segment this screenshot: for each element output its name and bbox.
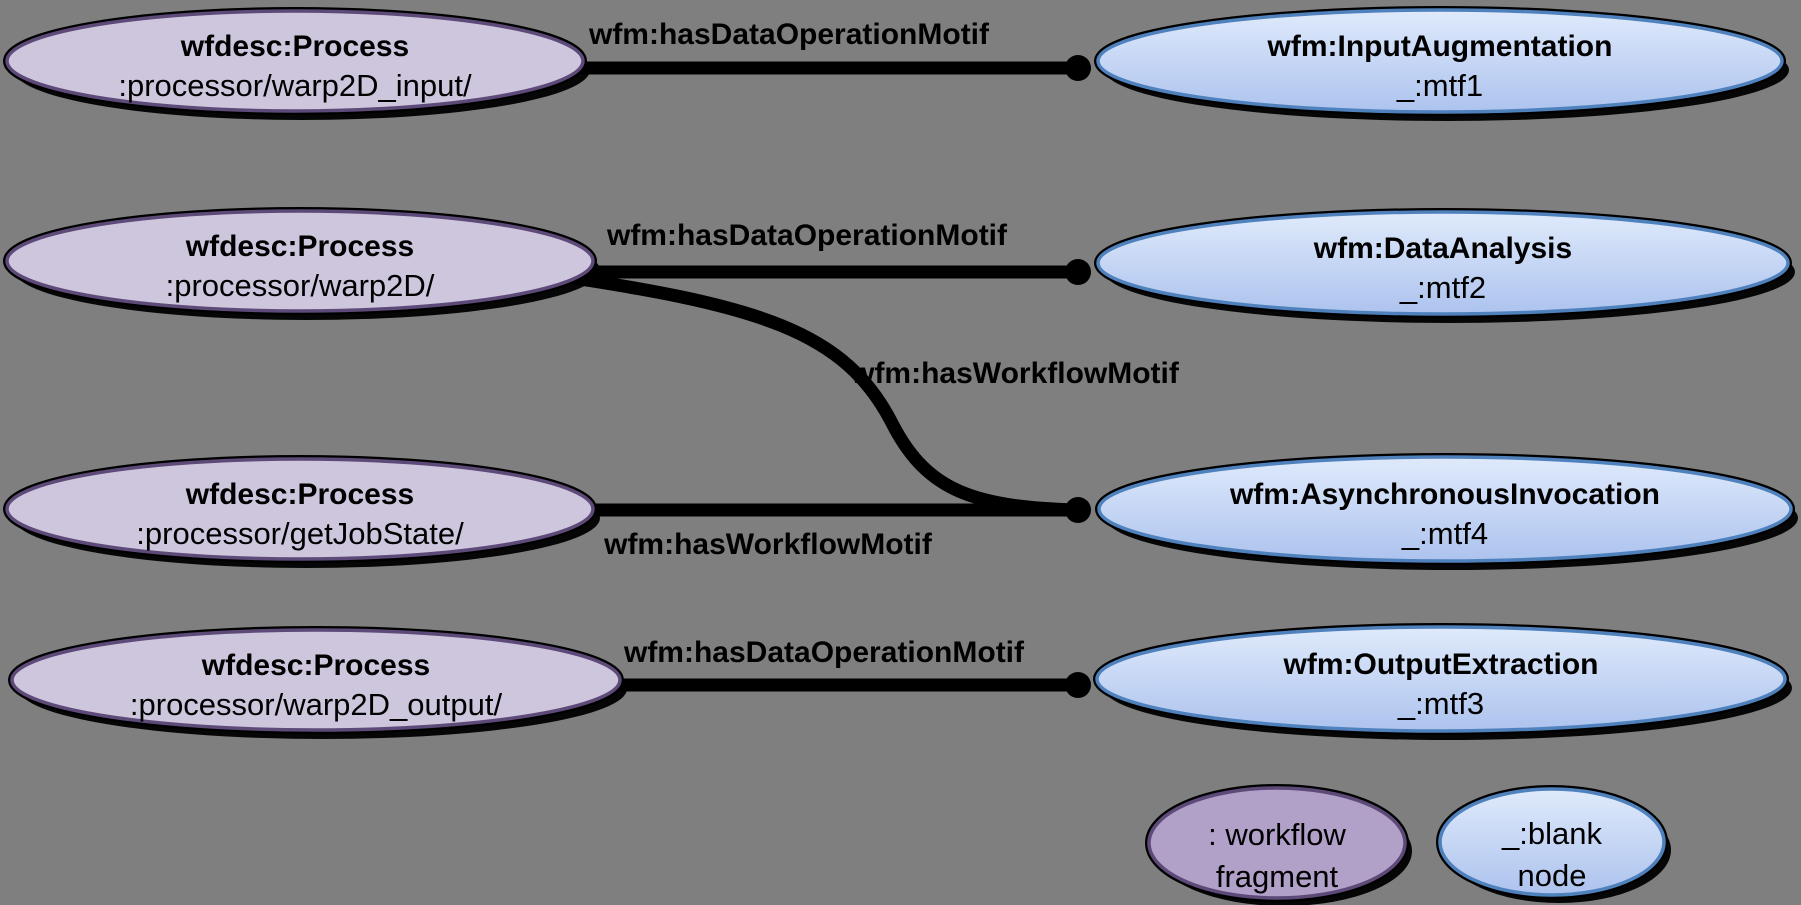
legend-label-line1: : workflow (1208, 817, 1346, 852)
node-process-getJobState: wfdesc:Process :processor/getJobState/ (3, 455, 600, 568)
edge-endpoint-dot (1065, 672, 1091, 698)
edge-label: wfm:hasWorkflowMotif (603, 528, 933, 561)
legend-label-line2: fragment (1216, 859, 1339, 894)
node-motif-dataAnalysis: wfm:DataAnalysis _:mtf2 (1094, 208, 1795, 323)
node-subtitle: :processor/warp2D_output/ (130, 687, 503, 722)
legend: : workflow fragment _:blank node (1145, 784, 1671, 905)
node-title: wfm:OutputExtraction (1283, 648, 1599, 681)
legend-ellipse (1438, 787, 1666, 897)
legend-label-line2: node (1518, 858, 1587, 893)
node-motif-inputAugmentation: wfm:InputAugmentation _:mtf1 (1094, 6, 1789, 121)
node-title: wfdesc:Process (185, 230, 414, 263)
node-process-warp2D: wfdesc:Process :processor/warp2D/ (3, 207, 600, 320)
edge-curve (539, 266, 1079, 517)
node-subtitle: _:mtf4 (1401, 516, 1488, 551)
node-process-warp2D-input: wfdesc:Process :processor/warp2D_input/ (3, 7, 590, 120)
edge-label: wfm:hasDataOperationMotif (588, 18, 990, 51)
node-title: wfdesc:Process (180, 30, 409, 63)
node-ellipse (1096, 210, 1790, 316)
edge-warp2D-mtf4-curved: wfm:hasWorkflowMotif (539, 266, 1180, 517)
node-title: wfm:AsynchronousInvocation (1229, 478, 1660, 511)
node-ellipse (1096, 8, 1784, 114)
node-ellipse (10, 628, 622, 732)
edge-label: wfm:hasDataOperationMotif (623, 636, 1025, 669)
node-title: wfdesc:Process (185, 478, 414, 511)
node-subtitle: _:mtf2 (1399, 270, 1486, 305)
node-title: wfm:InputAugmentation (1267, 30, 1613, 63)
node-subtitle: :processor/warp2D/ (166, 268, 435, 303)
node-process-warp2D-output: wfdesc:Process :processor/warp2D_output/ (8, 626, 627, 739)
edge-endpoint-dot (1065, 259, 1091, 285)
node-ellipse (1095, 625, 1787, 733)
legend-label-line1: _:blank (1501, 816, 1602, 851)
node-subtitle: :processor/warp2D_input/ (118, 68, 472, 103)
node-motif-outputExtraction: wfm:OutputExtraction _:mtf3 (1093, 623, 1792, 740)
node-subtitle: :processor/getJobState/ (136, 516, 464, 551)
node-ellipse (5, 9, 585, 113)
legend-blank-node: _:blank node (1436, 785, 1671, 903)
node-subtitle: _:mtf3 (1397, 686, 1484, 721)
edge-label: wfm:hasWorkflowMotif (850, 357, 1180, 390)
node-subtitle: _:mtf1 (1396, 68, 1483, 103)
edge-label: wfm:hasDataOperationMotif (606, 219, 1008, 252)
node-ellipse (5, 457, 595, 561)
legend-ellipse (1147, 786, 1407, 900)
legend-workflow-fragment: : workflow fragment (1145, 784, 1412, 905)
node-motif-asynchronousInvocation: wfm:AsynchronousInvocation _:mtf4 (1095, 453, 1798, 570)
node-title: wfm:DataAnalysis (1313, 232, 1572, 265)
node-ellipse (1097, 455, 1793, 563)
edge-endpoint-dot (1065, 497, 1091, 523)
node-ellipse (5, 209, 595, 313)
node-title: wfdesc:Process (201, 649, 430, 682)
edge-endpoint-dot (1065, 55, 1091, 81)
